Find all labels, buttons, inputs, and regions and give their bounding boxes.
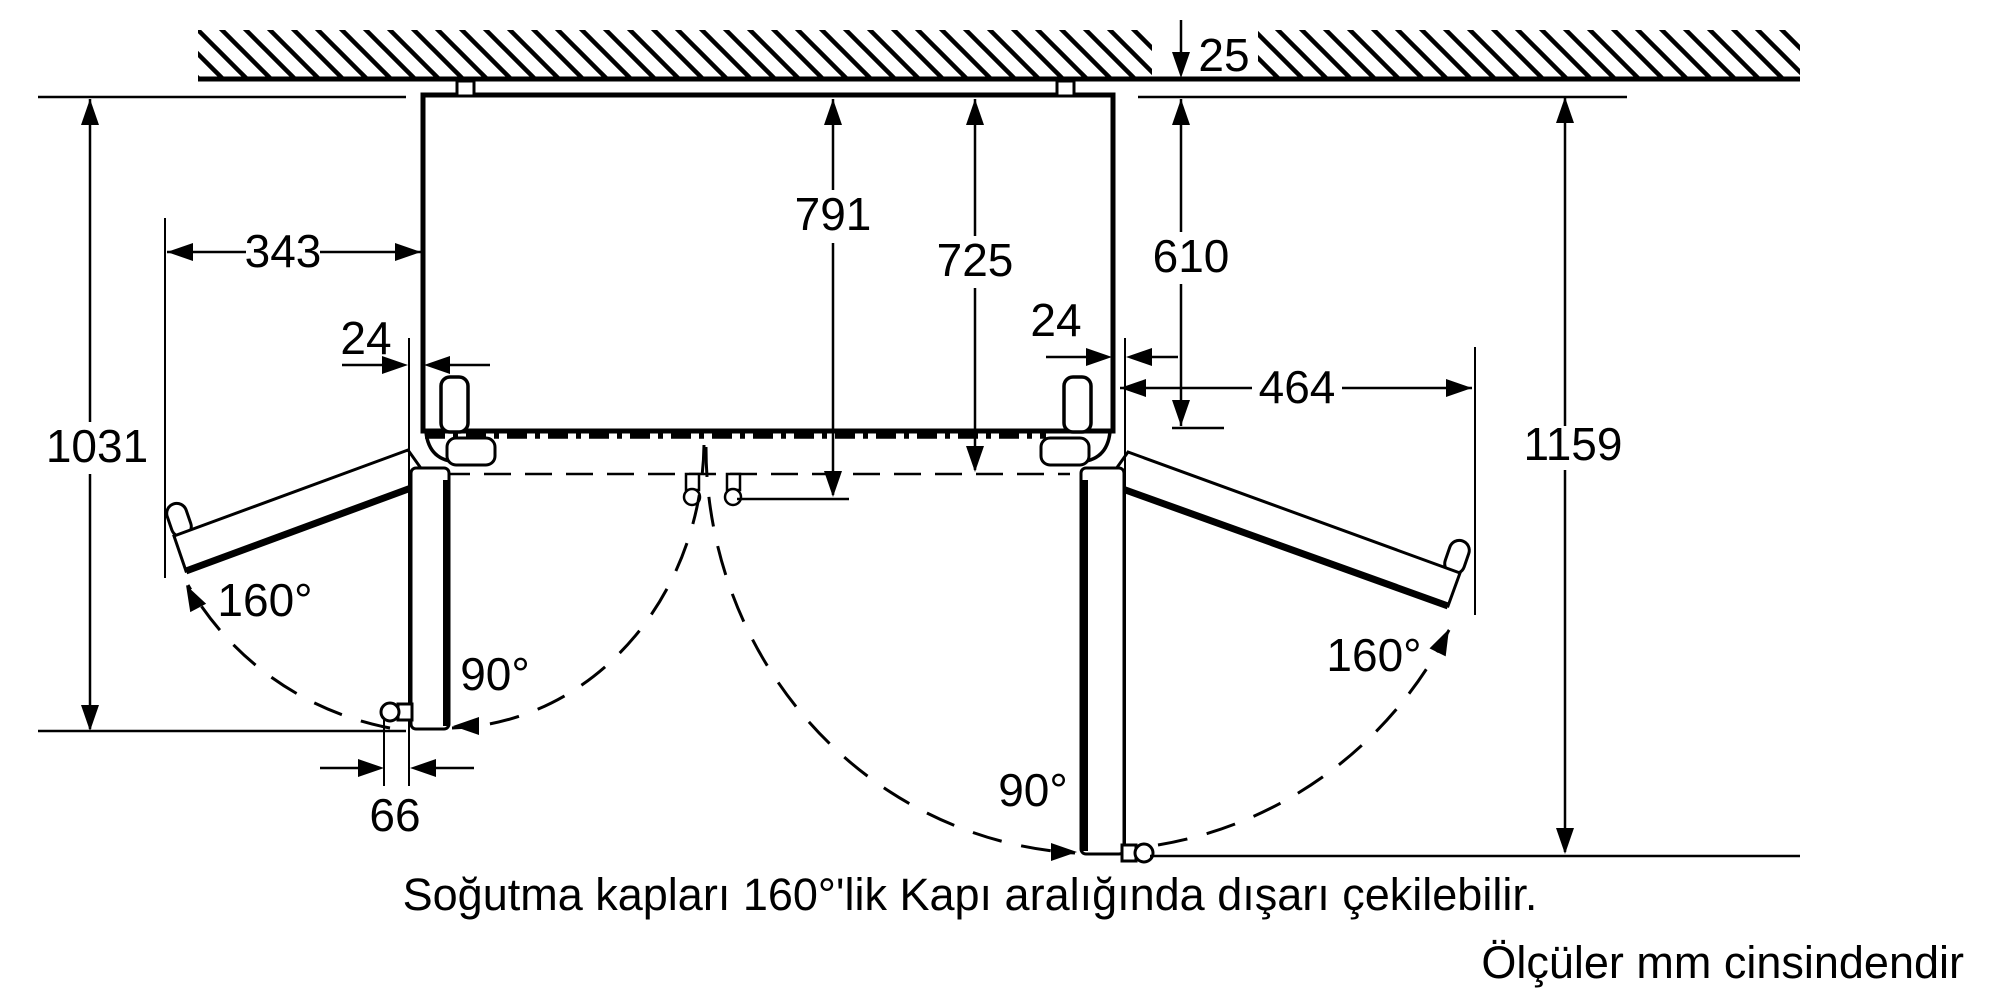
hinge-right <box>1039 375 1112 467</box>
dim-610: 610 <box>1153 230 1230 282</box>
right-door-open-160 <box>1103 450 1471 610</box>
right-door-open-90 <box>1079 466 1155 864</box>
door-swing-arcs <box>186 444 1451 855</box>
dim-24-right: 24 <box>1030 294 1081 346</box>
left-door-160-arc <box>186 584 391 730</box>
dim-24-left: 24 <box>340 312 391 364</box>
angle-160-right: 160° <box>1326 629 1421 681</box>
right-door-caster <box>1133 842 1155 864</box>
dim-791: 791 <box>795 188 872 240</box>
dim-66: 66 <box>369 789 420 841</box>
arc-arrowheads <box>186 585 1449 861</box>
right-door-90-arc <box>704 446 1076 855</box>
dim-725: 725 <box>937 234 1014 286</box>
door-closed-planes <box>425 433 1070 476</box>
angle-90-right: 90° <box>998 764 1068 816</box>
left-door-open-160 <box>165 448 433 575</box>
ground-lines <box>38 729 1800 858</box>
dimension-arrowheads <box>81 52 1574 854</box>
dim-1031: 1031 <box>46 420 148 472</box>
cabinet-outline <box>420 79 1116 434</box>
left-door-caster <box>379 701 401 723</box>
dimension-labels: 25 791 725 610 343 24 24 464 1031 1159 6… <box>46 29 1623 841</box>
wall-hatching <box>198 30 1800 82</box>
left-door-90-arc <box>451 444 706 730</box>
notes: Soğutma kapları 160°'lik Kapı aralığında… <box>403 869 1964 988</box>
angle-90-left: 90° <box>460 648 530 700</box>
left-door-open-90 <box>379 466 451 731</box>
wall-spacer-left <box>455 79 476 98</box>
dim-1159: 1159 <box>1524 418 1623 470</box>
unit-note-text: Ölçüler mm cinsindendir <box>1481 937 1964 988</box>
dim-25: 25 <box>1198 29 1249 81</box>
caption-text: Soğutma kapları 160°'lik Kapı aralığında… <box>403 869 1538 920</box>
dim-343: 343 <box>245 225 322 277</box>
angle-160-left: 160° <box>217 574 312 626</box>
drawer-rollers <box>682 472 743 507</box>
right-door-160-arc <box>1157 629 1451 847</box>
dim-464: 464 <box>1259 361 1336 413</box>
wall-spacer-right <box>1055 79 1076 98</box>
